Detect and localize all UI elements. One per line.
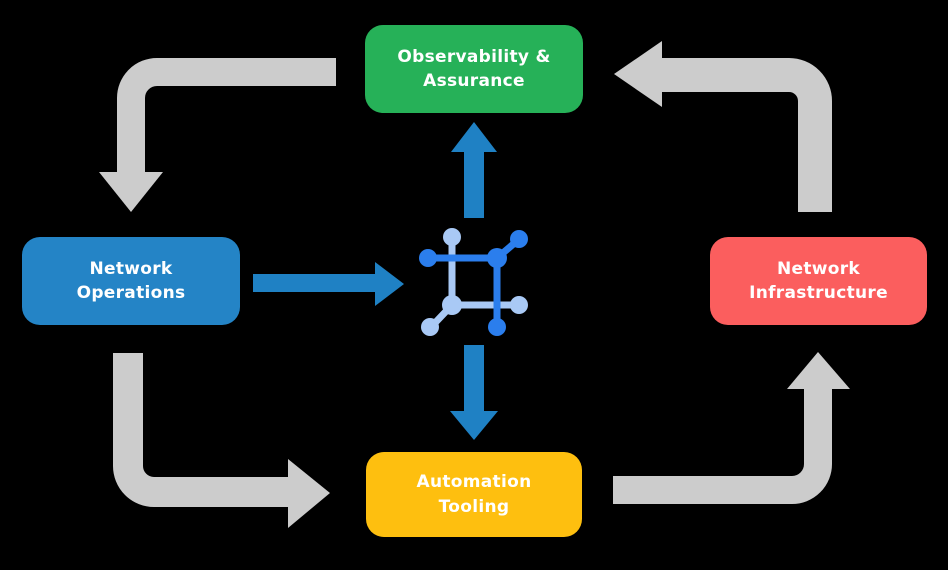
arrow-shaft xyxy=(113,353,290,507)
arrow-head xyxy=(787,352,850,389)
arrow-head xyxy=(451,122,497,152)
icon-node xyxy=(421,318,439,336)
arrow-operations-to-tooling xyxy=(113,353,330,528)
icon-node xyxy=(442,295,462,315)
arrow-head xyxy=(375,262,404,306)
arrow-shaft xyxy=(660,58,832,212)
node-label: Network Operations xyxy=(76,258,186,303)
icon-node xyxy=(419,249,437,267)
arrow-head xyxy=(450,411,498,440)
network-automation-icon xyxy=(419,228,528,336)
node-label: Network Infrastructure xyxy=(749,258,888,303)
icon-node xyxy=(487,248,507,268)
node-automation-tooling: Automation Tooling xyxy=(366,452,582,537)
arrow-icon-to-tooling xyxy=(450,345,498,440)
node-observability-assurance: Observability & Assurance xyxy=(365,25,583,113)
node-network-infrastructure: Network Infrastructure xyxy=(710,237,927,325)
arrow-tooling-to-infrastructure xyxy=(613,352,850,504)
arrow-observability-to-operations xyxy=(99,58,336,212)
arrow-shaft xyxy=(117,58,336,176)
arrow-infrastructure-to-observability xyxy=(614,41,832,212)
arrow-head xyxy=(614,41,662,107)
icon-node xyxy=(510,230,528,248)
arrow-operations-to-icon xyxy=(253,262,404,306)
icon-node xyxy=(488,318,506,336)
node-label: Automation Tooling xyxy=(416,472,532,517)
arrow-head xyxy=(288,459,330,528)
icon-node xyxy=(510,296,528,314)
icon-node xyxy=(443,228,461,246)
arrow-head xyxy=(99,172,163,212)
arrow-icon-to-observability xyxy=(451,122,497,218)
node-network-operations: Network Operations xyxy=(22,237,240,325)
node-label: Observability & Assurance xyxy=(397,46,551,91)
arrow-shaft xyxy=(613,389,832,504)
